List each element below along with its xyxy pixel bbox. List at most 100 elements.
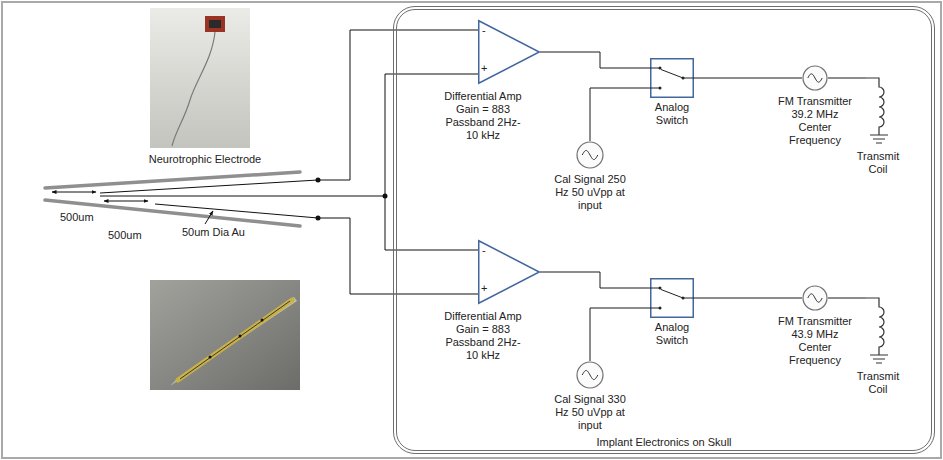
signal-wire: [100, 30, 478, 193]
differential-amplifier: Differential Amp Gain = 883 Passband 2Hz…: [440, 240, 540, 362]
label-anchor: 50um Dia Au: [182, 226, 245, 239]
label-anchor: +: [481, 63, 487, 74]
oscillator-symbol: [802, 285, 828, 311]
switch-contacts: [650, 288, 694, 308]
signal-source: FM Transmitter 43.9 MHz Center Frequency: [776, 285, 854, 367]
node-label: Differential Amp Gain = 883 Passband 2Hz…: [440, 310, 526, 362]
oscillator-symbol: [576, 361, 604, 389]
node-label: Transmit Coil: [853, 370, 903, 396]
differential-amplifier: Differential Amp Gain = 883 Passband 2Hz…: [440, 20, 540, 142]
lead-wire: [172, 32, 215, 146]
annotation-label: 50um Dia Au: [182, 226, 245, 239]
node-label: Differential Amp Gain = 883 Passband 2Hz…: [440, 90, 526, 142]
ground-symbol: [870, 355, 888, 363]
pivot-dot: [682, 297, 685, 300]
connector-part: [205, 16, 225, 32]
connector-body: [209, 20, 221, 28]
gold-wire: [178, 300, 292, 380]
coil-symbol: [866, 73, 892, 145]
node-label: Transmit Coil: [853, 150, 903, 176]
oscillator-symbol: [576, 141, 604, 169]
input-polarity: +: [481, 283, 487, 294]
analog-switch: Analog Switch: [647, 278, 697, 347]
glass-cone: [170, 297, 297, 386]
contact-dot: [659, 307, 662, 310]
source-circle: [803, 66, 827, 90]
recording-site: [209, 356, 212, 359]
label-anchor: -: [482, 25, 486, 36]
input-polarity: +: [481, 63, 487, 74]
label-anchor: +: [481, 283, 487, 294]
signal-wire: [155, 204, 478, 294]
signal-source: Cal Signal 250 Hz 50 uVpp at input: [547, 141, 633, 212]
node-label: FM Transmitter 39.2 MHz Center Frequency: [776, 95, 854, 147]
switch-box: [651, 279, 694, 318]
wire-connector: [590, 308, 650, 361]
switch-box: [651, 59, 694, 98]
node-label: Analog Switch: [647, 101, 697, 127]
wire-connector: [540, 272, 650, 288]
node-label: Implant Electronics on Skull: [397, 436, 931, 449]
sine-wave: [808, 294, 822, 302]
pivot-dot: [682, 77, 685, 80]
amplifier-triangle: [479, 21, 540, 84]
reference-wire: [100, 196, 385, 197]
input-polarity: -: [482, 245, 486, 256]
signal-source: FM Transmitter 39.2 MHz Center Frequency: [776, 65, 854, 147]
sine-wave: [808, 74, 822, 82]
wire-core: [180, 301, 290, 379]
signal-source: Cal Signal 330 Hz 50 uVpp at input: [547, 361, 633, 432]
junction-dot: [316, 216, 321, 221]
wire-connector: [694, 298, 802, 299]
recording-site: [239, 335, 242, 338]
wire-connector: [540, 52, 650, 68]
source-circle: [803, 286, 827, 310]
wire-connector: [828, 298, 866, 299]
annotation-label: Neurotrophic Electrode: [149, 153, 262, 166]
contact-dot: [659, 287, 662, 290]
dimension-arrow: [52, 192, 96, 193]
micrograph-photo: [150, 280, 300, 390]
recording-site: [261, 319, 264, 322]
wire-connector: [694, 78, 802, 79]
amplifier-symbol: [478, 20, 540, 84]
implant-housing: Implant Electronics on Skull Differential…: [393, 6, 935, 454]
node-label: Analog Switch: [647, 321, 697, 347]
transmit-coil: Transmit Coil: [853, 293, 903, 396]
electrode-cone-wall: [45, 172, 300, 188]
coil-symbol: [866, 293, 892, 365]
contact-dot: [659, 87, 662, 90]
label-anchor: Neurotrophic Electrode: [149, 153, 262, 166]
switch-contacts: [650, 68, 694, 88]
label-anchor: 500um: [108, 229, 142, 242]
annotation-label: 500um: [60, 211, 94, 224]
node-label: Cal Signal 330 Hz 50 uVpp at input: [547, 393, 633, 432]
dimension-arrow: [104, 201, 148, 202]
node-label: FM Transmitter 43.9 MHz Center Frequency: [776, 315, 854, 367]
analog-switch: Analog Switch: [647, 58, 697, 127]
junction-dot: [383, 194, 388, 199]
ground-symbol: [870, 135, 888, 143]
node-label: Cal Signal 250 Hz 50 uVpp at input: [547, 173, 633, 212]
wire-connector: [590, 88, 650, 141]
amplifier-triangle: [479, 241, 540, 304]
transmit-coil: Transmit Coil: [853, 73, 903, 176]
coil-winding: [866, 78, 884, 135]
leader-line: [205, 211, 213, 224]
coil-winding: [866, 298, 884, 355]
sine-wave: [582, 370, 598, 379]
junction-dot: [316, 178, 321, 183]
label-anchor: -: [482, 245, 486, 256]
electrode-photo: [150, 8, 250, 148]
switch-symbol: [650, 278, 694, 318]
contact-dot: [659, 67, 662, 70]
source-circle: [577, 362, 603, 388]
input-polarity: -: [482, 25, 486, 36]
wire-connector: [828, 78, 866, 79]
amplifier-symbol: [478, 240, 540, 304]
label-anchor: 500um: [60, 211, 94, 224]
switch-symbol: [650, 58, 694, 98]
